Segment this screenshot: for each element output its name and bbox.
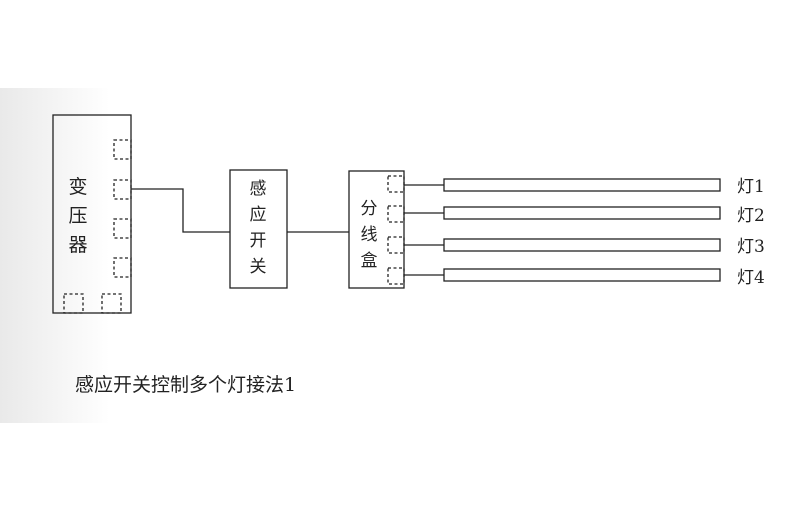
sensor-switch-label-char: 关 [250,257,267,277]
transformer-label-char: 压 [68,205,87,227]
light-tube-4 [443,268,721,282]
diagram-caption: 感应开关控制多个灯接法1 [75,374,296,396]
light-label-1: 灯1 [737,177,765,197]
junction-box-label-char: 分 [361,199,378,219]
sensor-switch-label-char: 开 [250,231,267,251]
transformer-terminals [63,139,132,314]
sensor-switch-label-char: 应 [250,205,267,225]
sensor-switch-label-char: 感 [250,179,267,199]
light-tube-1 [443,178,721,192]
junction-terminals [387,175,405,285]
light-tube-3 [443,238,721,252]
light-tube-2 [443,206,721,220]
junction-box-label-char: 盒 [361,251,378,271]
transformer-box [52,114,132,314]
sensor-switch-box [229,169,288,289]
light-label-2: 灯2 [737,206,765,226]
wire-transformer-to-switch [131,188,230,233]
transformer-label-char: 器 [68,234,87,256]
junction-box [348,170,405,289]
light-label-4: 灯4 [737,268,765,288]
background-shade [0,88,110,423]
transformer-label-char: 变 [68,176,87,198]
junction-box-label-char: 线 [361,225,378,245]
light-label-3: 灯3 [737,237,765,257]
